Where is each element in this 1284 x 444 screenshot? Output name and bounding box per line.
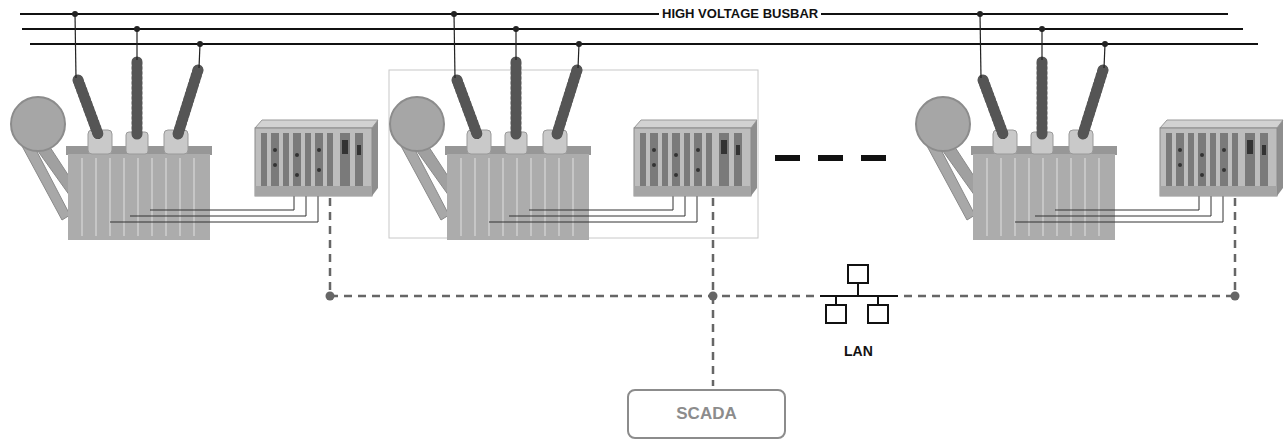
scada-box: SCADA: [627, 389, 786, 439]
network-label: LAN: [844, 344, 873, 359]
node-text: SCADA: [676, 404, 736, 424]
busbar-label: HIGH VOLTAGE BUSBAR: [659, 7, 821, 21]
